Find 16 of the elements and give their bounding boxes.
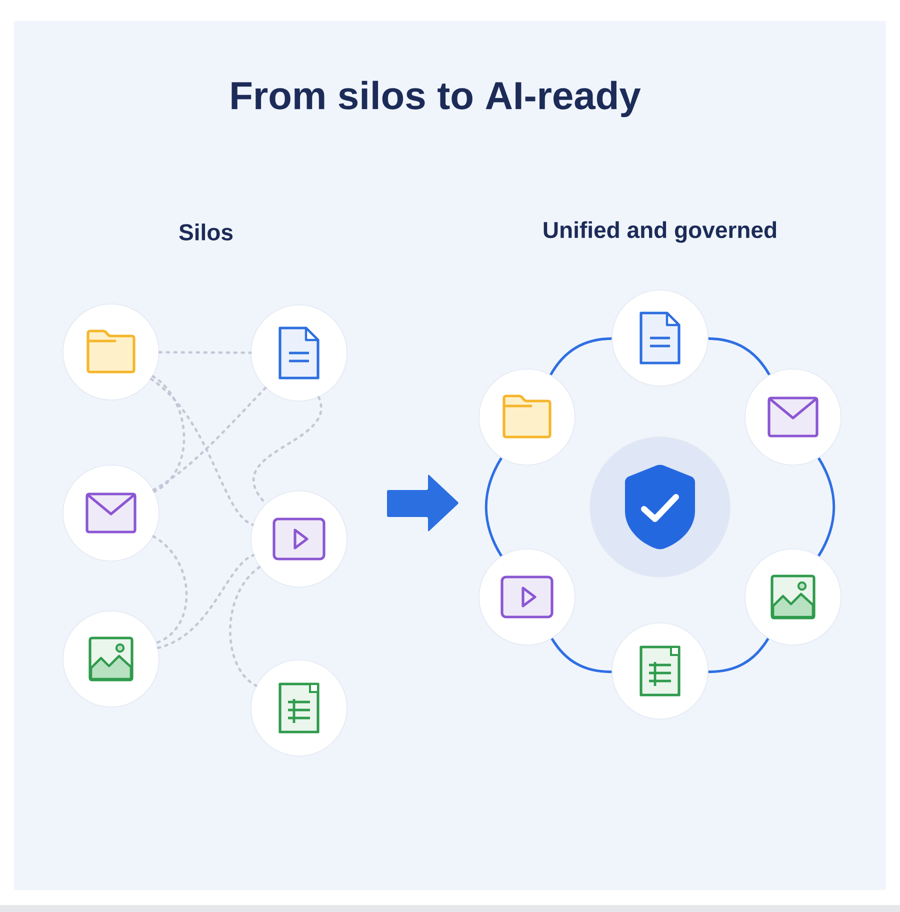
dotted-line bbox=[156, 554, 255, 650]
dotted-line bbox=[152, 535, 188, 644]
dotted-line bbox=[152, 375, 186, 493]
ring-arc bbox=[550, 337, 612, 376]
section-heading: Unified and governed bbox=[544, 221, 776, 243]
ring-arc bbox=[708, 337, 770, 376]
dotted-line bbox=[150, 378, 254, 526]
ring-arc bbox=[708, 638, 770, 674]
ring-arc bbox=[484, 457, 502, 557]
dotted-line bbox=[158, 351, 252, 354]
dotted-line bbox=[229, 566, 261, 687]
section-heading: Silos bbox=[179, 224, 233, 240]
ring-arc bbox=[818, 457, 836, 557]
dotted-line bbox=[152, 386, 267, 492]
title: From silos to AI-ready bbox=[232, 80, 641, 118]
ring-arc bbox=[550, 638, 612, 674]
